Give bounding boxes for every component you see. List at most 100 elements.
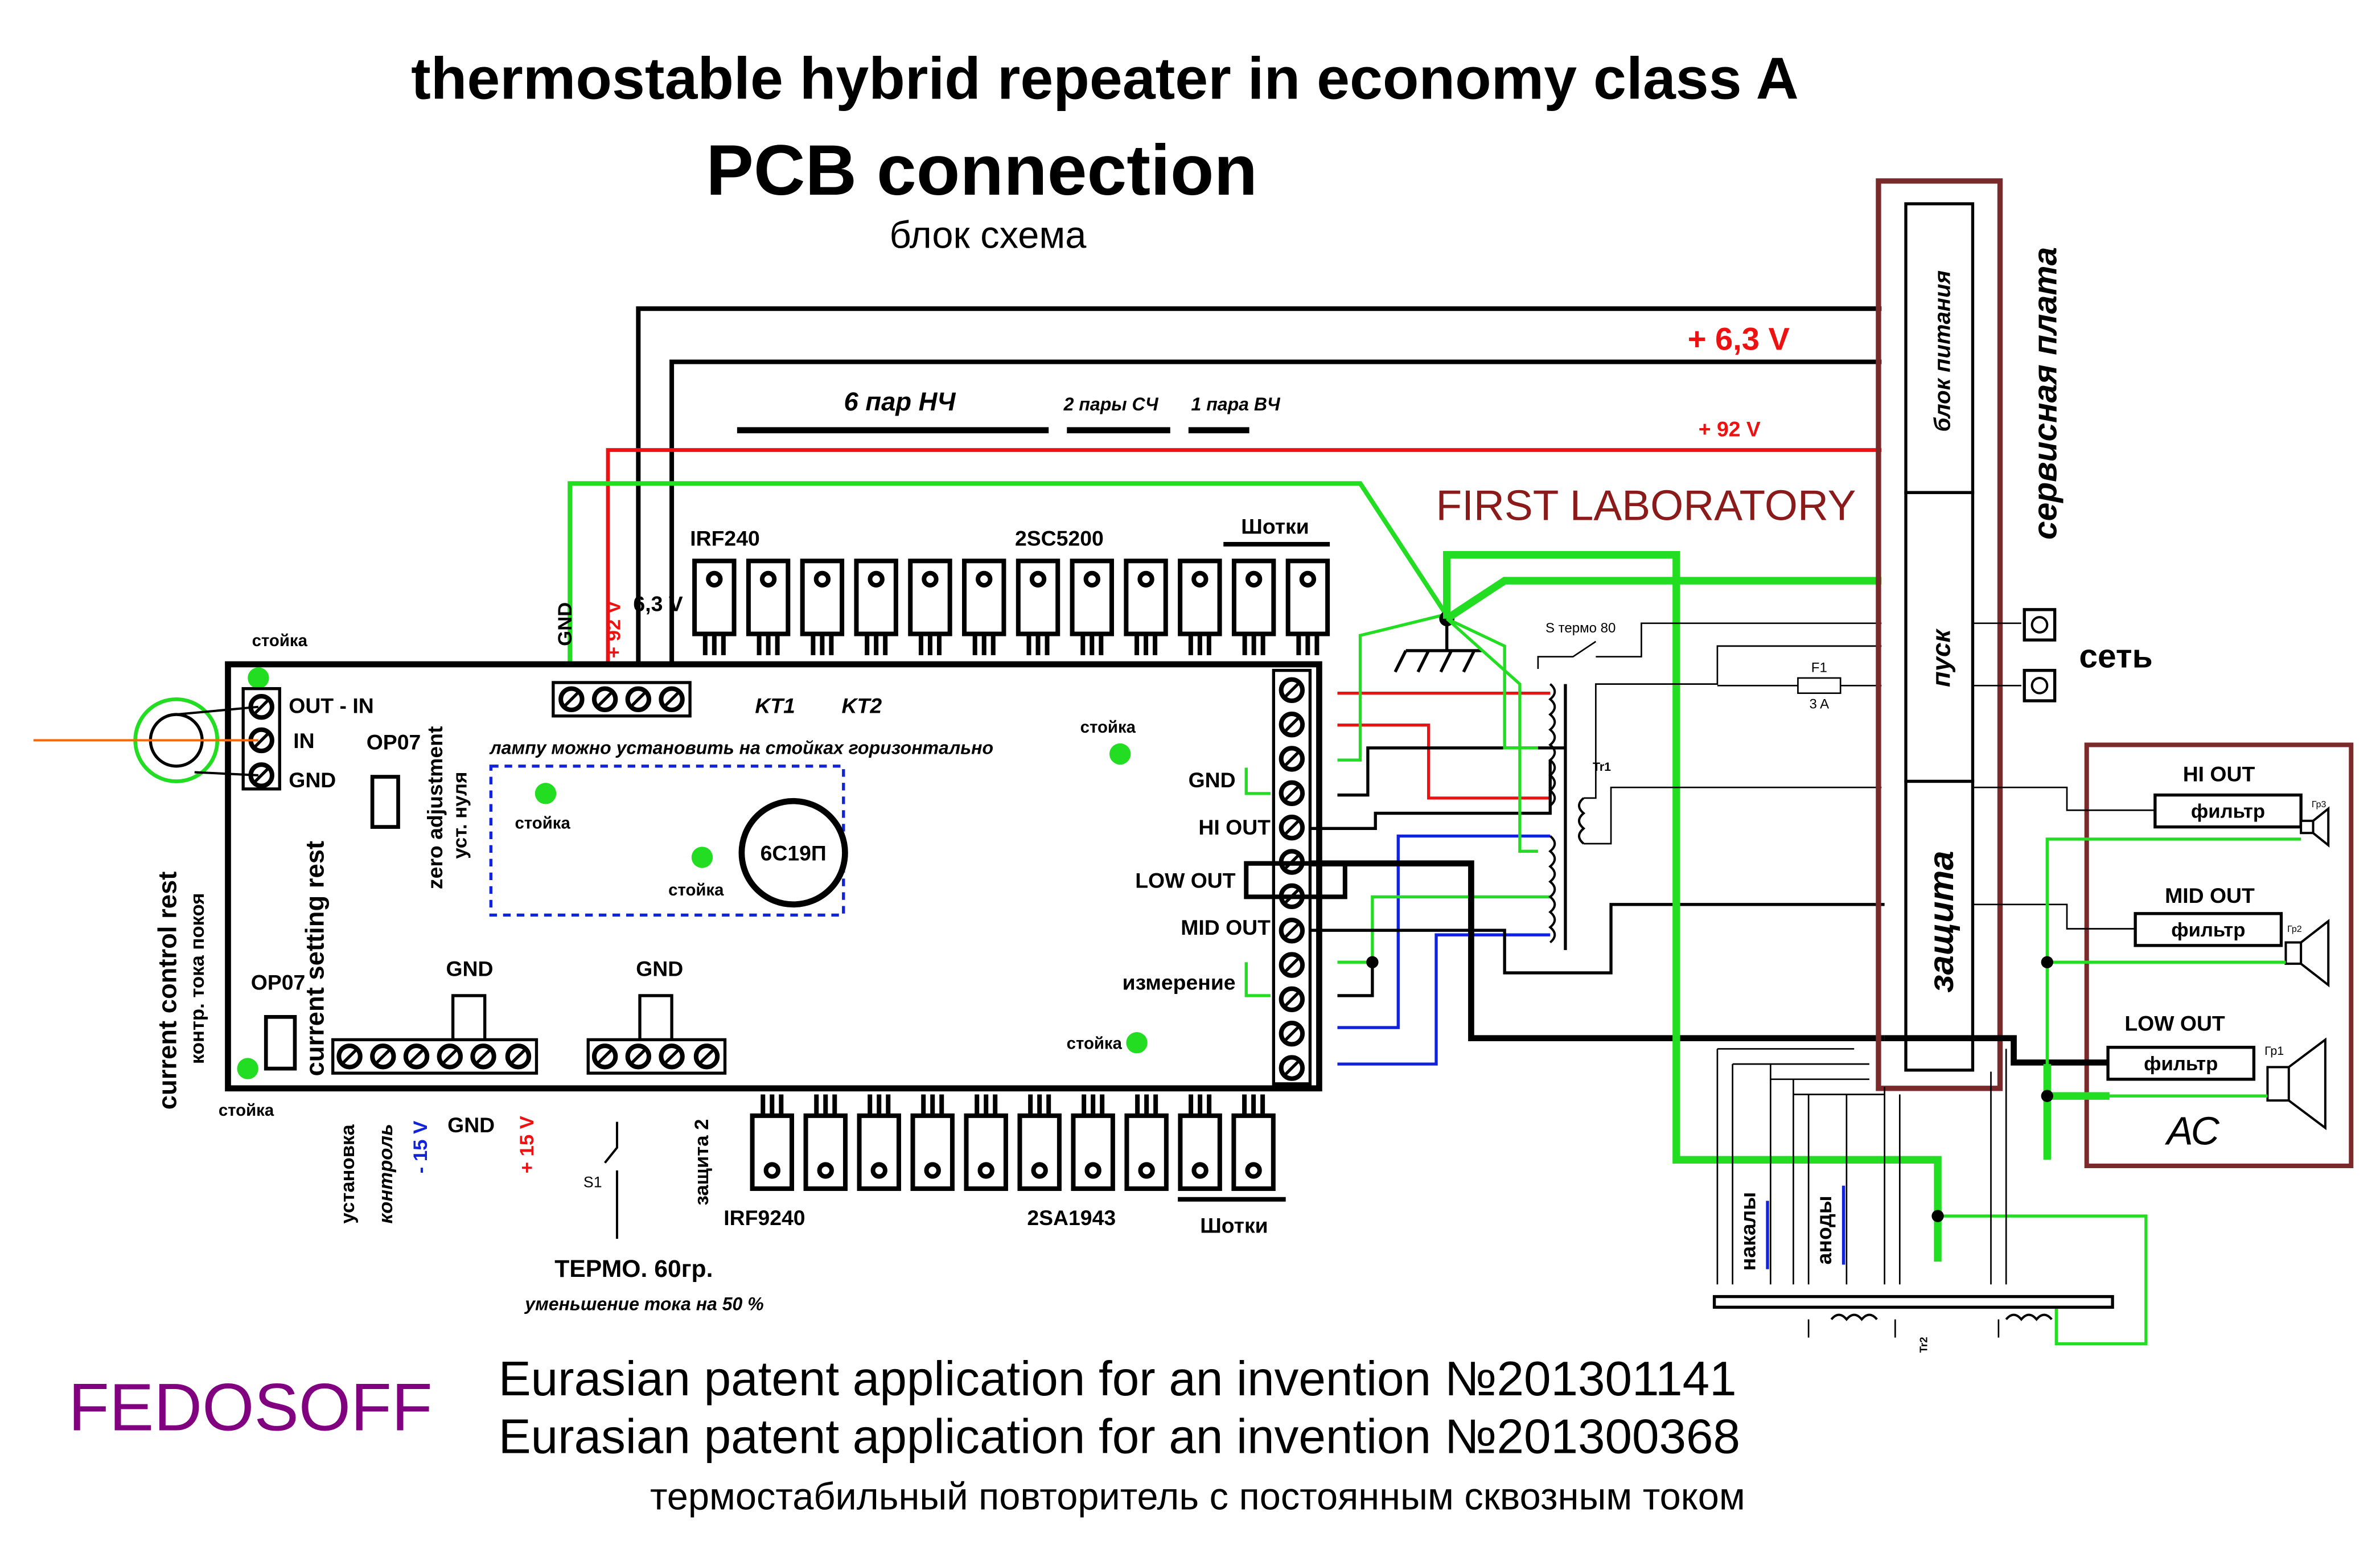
label-jumper-gnd-a: GND [446,956,493,980]
terminal-screw-slot [1284,992,1299,1006]
wire-spk-mid [1972,903,2136,930]
op07-chip-zero [370,775,400,829]
wire-spk-low [1884,1035,2108,1066]
rail-63v-inner [669,359,1882,697]
wire-spk-return [1938,1214,2148,1346]
label-filter-mid: фильтр [2171,919,2245,941]
stand-dot [1126,1032,1148,1054]
rail-63v-outer [636,306,1882,697]
label-in: IN [293,729,314,753]
terminal-screw-slot [631,692,646,706]
stand-label: стойка [219,1101,274,1120]
label-zero-adjustment-ru: уст. нуля [450,772,471,859]
label-top-63v: 6,3 V [633,591,683,615]
label-minus-15v: - 15 V [410,1121,431,1174]
label-63v-rail: + 6,3 V [1688,321,1790,356]
label-thermo-note: уменьшение тока на 50 % [524,1294,763,1314]
label-right-hi-out: HI OUT [1198,815,1271,839]
terminal-screw-slot [598,692,613,706]
wire-blue-2 [1337,933,1551,1066]
output-terminal-strip [1272,668,1312,1086]
terminal-screw-slot [1284,1026,1299,1041]
filter-mid [2134,912,2283,947]
label-plus-15v: + 15 V [516,1116,538,1173]
label-service-protect: защита [1922,851,1961,993]
driver-lf [2266,1037,2326,1131]
wire-spk-green-thick [2043,1064,2110,1160]
label-kt1: KT1 [755,693,795,717]
label-mains: сеть [2079,638,2152,675]
mains-terminal-1-screw [2030,616,2049,634]
terminal-screw-slot [1284,683,1299,697]
label-service-start: пуск [1926,628,1955,687]
label-tube: 6С19П [761,841,827,865]
terminal-screw-slot [1284,923,1299,938]
terminal-screw-slot [1284,717,1299,732]
transistor-mount-hole [817,1162,834,1179]
label-current-setting-rest: current setting rest [301,841,330,1077]
top-terminal-screws [558,686,685,713]
top-transistor-row [692,558,1330,655]
stand-label: стойка [1067,1034,1123,1053]
terminal-screw-slot [631,1049,646,1064]
transistor-mount-hole [1245,1162,1262,1179]
label-filter-low: фильтр [2144,1053,2218,1075]
terminal-screw-slot [1284,958,1299,972]
bottom-terminal-block-left [331,1038,539,1075]
label-lf-pairs: 6 пар НЧ [844,387,956,416]
speaker-frame [2084,742,2354,1168]
label-in-gnd: GND [289,768,336,792]
label-right-low-out: LOW OUT [1135,868,1236,892]
label-right-mid-out: MID OUT [1181,915,1271,939]
mains-terminal-2-screw [2030,676,2049,695]
stand-dot [237,1058,258,1079]
block-diagram-caption: блок схема [889,214,1087,256]
wire-tr1-secondary-b [1583,786,1882,845]
wire-black-measure [1337,962,1374,997]
stand-label: стойка [252,631,308,650]
wire-spk-hi [1972,786,2155,811]
transformer-tr2-windings [1712,1048,2114,1338]
stand-dot [1109,743,1131,765]
terminal-screw-slot [664,1049,679,1064]
service-block-start [1904,491,1975,783]
terminal-screw-slot [1284,820,1299,835]
transistor-mount-hole [813,570,831,588]
label-filter-hi: фильтр [2191,801,2265,823]
transistor-mount-hole [1031,1162,1048,1179]
label-jumper-gnd-b: GND [636,956,683,980]
transistor-mount-hole [870,1162,887,1179]
terminal-screw-slot [342,1049,357,1064]
filter-low [2106,1046,2256,1081]
terminal-screw-slot [699,1049,714,1064]
label-right-gnd: GND [1189,768,1236,792]
label-top-gnd: GND [554,602,576,646]
input-shield-wire [194,771,258,776]
transistor-mount-hole [977,1162,994,1179]
transistor-mount-hole [1138,1162,1155,1179]
rail-gnd-green [568,481,1449,697]
service-block-protect [1904,779,1975,1072]
lamp-note: лампу можно установить на стойках горизо… [489,737,993,758]
output-terminal-screws [1279,677,1305,1081]
wire-green-gnd [1244,614,1441,795]
terminal-screw-slot [254,733,269,747]
terminal-screw-slot [254,700,269,714]
wire-green-thick-2 [1445,577,1882,622]
transistor-mount-hole [1299,570,1317,588]
terminal-screw-slot [409,1049,424,1064]
label-92v-rail: + 92 V [1699,417,1761,441]
transistor-mount-hole [924,1162,941,1179]
label-2sc5200: 2SC5200 [1015,527,1104,550]
wire-tr1-secondary [1583,645,1882,799]
label-ac: АС [2164,1109,2219,1153]
transistor-mount-hole [763,1162,780,1179]
terminal-screw-slot [476,1049,491,1064]
bottom-transistor-row [750,1094,1276,1191]
patent-line-2: Eurasian patent application for an inven… [499,1410,1740,1464]
label-op07-a: OP07 [367,730,421,754]
label-irf9240: IRF9240 [724,1206,805,1230]
label-protection-2: защита 2 [691,1119,713,1206]
label-anodes: аноды [1812,1195,1836,1264]
label-zero-adjustment: zero adjustment [423,726,447,889]
